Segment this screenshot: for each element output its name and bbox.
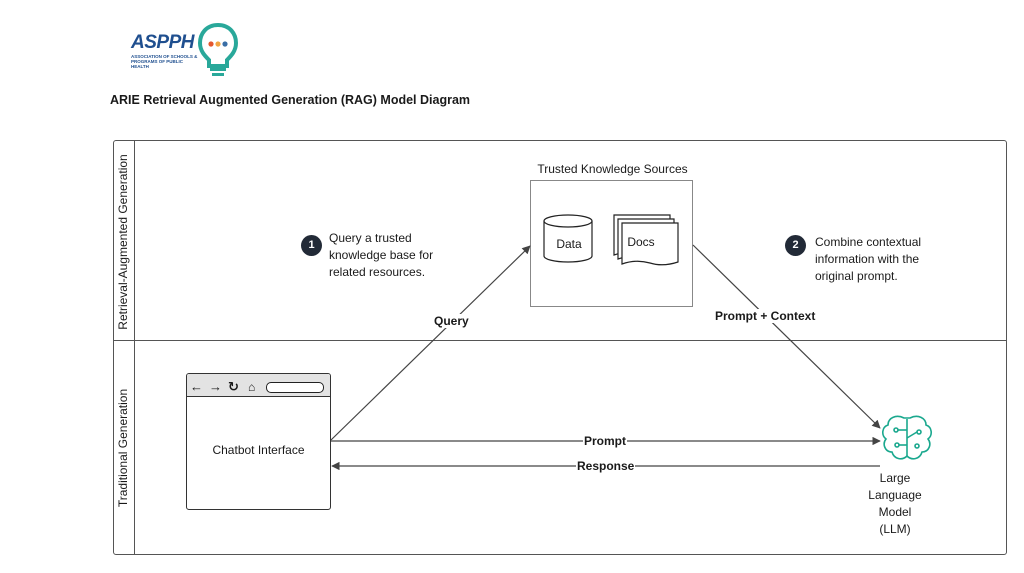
diagram-title: ARIE Retrieval Augmented Generation (RAG… — [110, 93, 471, 107]
step-1-badge: 1 — [301, 235, 322, 256]
logo-name: ASPPH — [131, 32, 194, 53]
prompt-context-edge-label: Prompt + Context — [714, 309, 817, 323]
back-arrow-icon: ← — [190, 379, 203, 394]
chatbot-label: Chatbot Interface — [212, 443, 305, 457]
swimlane-frame — [113, 140, 1007, 555]
lane-header-divider — [134, 140, 135, 555]
step-2-badge: 2 — [785, 235, 806, 256]
llm-label: Large Language Model (LLM) — [868, 471, 922, 536]
address-bar — [266, 382, 324, 393]
step-2-text: Combine contextual information with the … — [815, 235, 922, 283]
lane-label-rag: Retrieval-Augmented Generation — [116, 154, 130, 330]
forward-arrow-icon: → — [209, 379, 222, 394]
lightbulb-chat-icon — [197, 22, 239, 76]
knowledge-sources-title: Trusted Knowledge Sources — [537, 162, 688, 176]
refresh-icon: ↻ — [228, 379, 239, 394]
query-edge-label: Query — [433, 314, 470, 328]
lane-label-traditional: Traditional Generation — [116, 388, 130, 508]
step-1-text: Query a trusted knowledge base for relat… — [329, 231, 434, 279]
prompt-edge-label: Prompt — [583, 434, 627, 448]
logo-subtitle: ASSOCIATION OF SCHOOLS & PROGRAMS OF PUB… — [131, 54, 198, 69]
lane-divider — [113, 340, 1007, 341]
home-icon: ⌂ — [248, 380, 256, 394]
docs-label: Docs — [627, 235, 655, 249]
data-label: Data — [556, 237, 582, 251]
response-edge-label: Response — [576, 459, 636, 473]
